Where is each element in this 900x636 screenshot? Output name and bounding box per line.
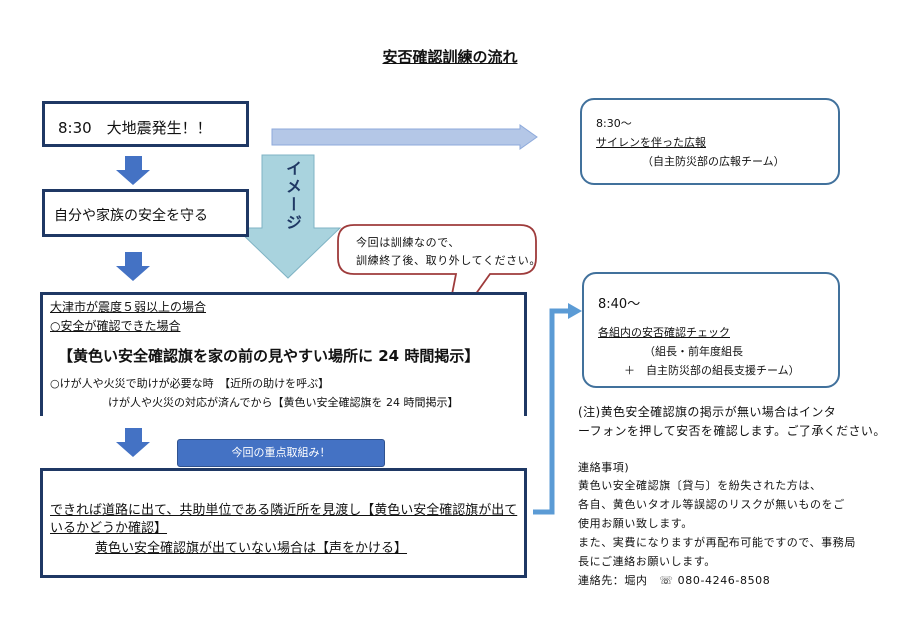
page-title: 安否確認訓練の流れ <box>382 48 518 66</box>
contact-line-6: 連絡先：堀内 ☏ 080-4246-8508 <box>578 574 771 587</box>
step4-box <box>40 468 527 578</box>
contact-line-4: また、実費になりますが再配布可能ですので、事務局 <box>578 536 856 549</box>
contact-line-5: 長にご連絡お願いします。 <box>578 555 716 568</box>
step3-line-5: けが人や火災の対応が済んでから【黄色い安全確認旗を 24 時間掲示】 <box>108 396 459 409</box>
image-arrow <box>234 154 342 279</box>
contact-line-2: 各自、黄色いタオル等誤認のリスクが無いものをご <box>578 498 845 511</box>
step4-line-3: 黄色い安全確認旗が出ていない場合は【声をかける】 <box>95 541 408 556</box>
contact-heading: 連絡事項) <box>578 461 630 474</box>
down-arrow-3 <box>116 428 150 457</box>
box840-action: 各組内の安否確認チェック <box>598 326 730 339</box>
step3-line-2: ○安全が確認できた場合 <box>50 319 181 333</box>
horizontal-arrow <box>271 124 538 150</box>
down-arrow-2 <box>116 252 150 281</box>
connector-arrow <box>533 308 571 515</box>
step3-box <box>40 292 527 416</box>
box830-time: 8:30～ <box>596 117 632 130</box>
callout-line-2: 訓練終了後、取り外してください。 <box>356 254 541 267</box>
step1-box <box>42 101 249 147</box>
box-840 <box>582 272 840 388</box>
step4-line-1: できれば道路に出て、共助単位である隣近所を見渡し【黄色い安全確認旗が出て <box>50 503 518 518</box>
step4-line-2: いるかどうか確認】 <box>50 521 168 536</box>
box840-actor-2: ＋ 自主防災部の組長支援チーム） <box>624 364 800 377</box>
focus-label: 今回の重点取組み！ <box>177 439 385 467</box>
notice-line-1: (注)黄色安全確認旗の掲示が無い場合はインタ <box>578 405 837 419</box>
box-830 <box>580 98 840 185</box>
step3-line-1: 大津市が震度５弱以上の場合 <box>50 300 207 314</box>
box830-actor: （自主防災部の広報チーム） <box>642 155 785 168</box>
step3-line-3: 【黄色い安全確認旗を家の前の見やすい場所に 24 時間掲示】 <box>58 347 480 365</box>
callout-line-1: 今回は訓練なので、 <box>356 236 460 249</box>
step2-box <box>42 189 249 237</box>
box840-actor-1: （組長・前年度組長 <box>644 345 743 358</box>
step2-text: 自分や家族の安全を守る <box>54 208 208 224</box>
contact-line-3: 使用お願い致します。 <box>578 517 693 530</box>
box830-action: サイレンを伴った広報 <box>596 136 706 149</box>
box840-time: 8:40～ <box>598 297 641 312</box>
notice-line-2: ーフォンを押して安否を確認します。ご了承ください。 <box>578 424 886 438</box>
down-arrow-1 <box>116 156 150 185</box>
contact-line-1: 黄色い安全確認旗〔貸与〕を紛失された方は、 <box>578 479 822 492</box>
step3-line-4: ○けが人や火災で助けが必要な時 【近所の助けを呼ぶ】 <box>50 377 330 390</box>
image-arrow-label: イメージ <box>283 160 302 232</box>
step1-text: 8:30 大地震発生！！ <box>58 119 212 137</box>
